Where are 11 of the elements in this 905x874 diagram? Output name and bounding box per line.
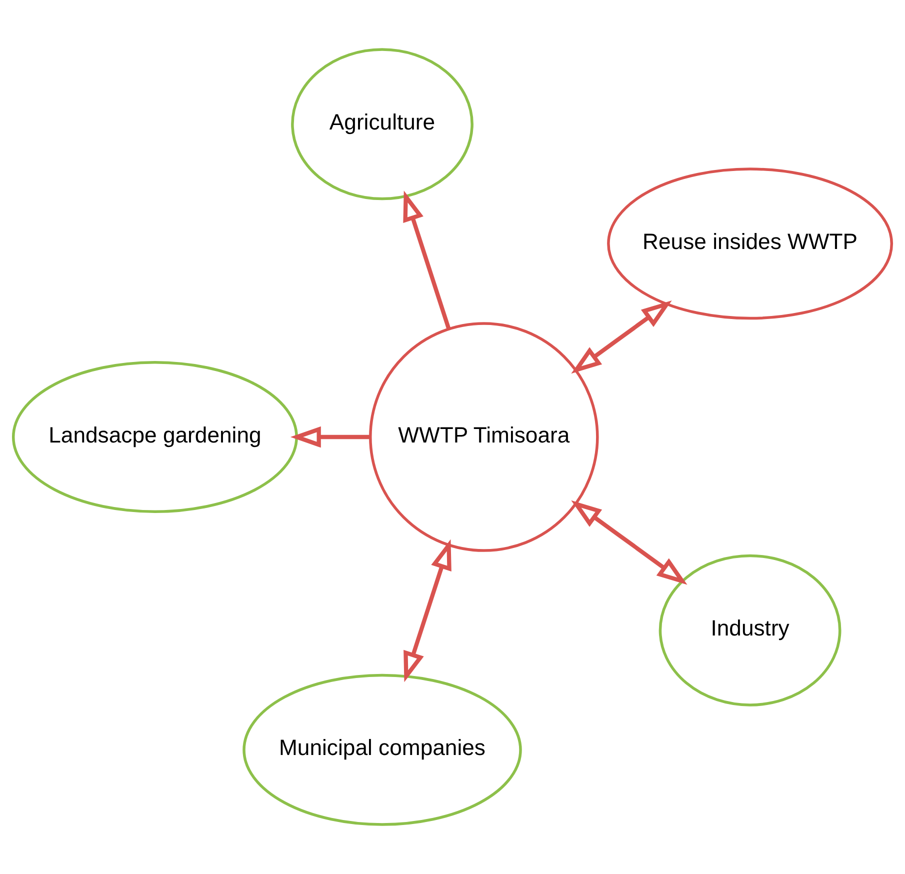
- node-ellipse: Agriculture: [291, 48, 474, 200]
- node-ellipse: Industry: [658, 554, 842, 706]
- arrow: [571, 500, 688, 585]
- node-ellipse: Landsacpe gardening: [12, 361, 298, 514]
- arrow: [290, 426, 370, 448]
- arrow: [404, 539, 452, 682]
- node-ellipse: Reuse insides WWTP: [607, 168, 894, 320]
- arrow: [571, 300, 672, 374]
- arrow: [403, 190, 451, 330]
- node-ellipse: Municipal companies: [242, 674, 522, 826]
- node-circle: WWTP Timisoara: [369, 322, 599, 552]
